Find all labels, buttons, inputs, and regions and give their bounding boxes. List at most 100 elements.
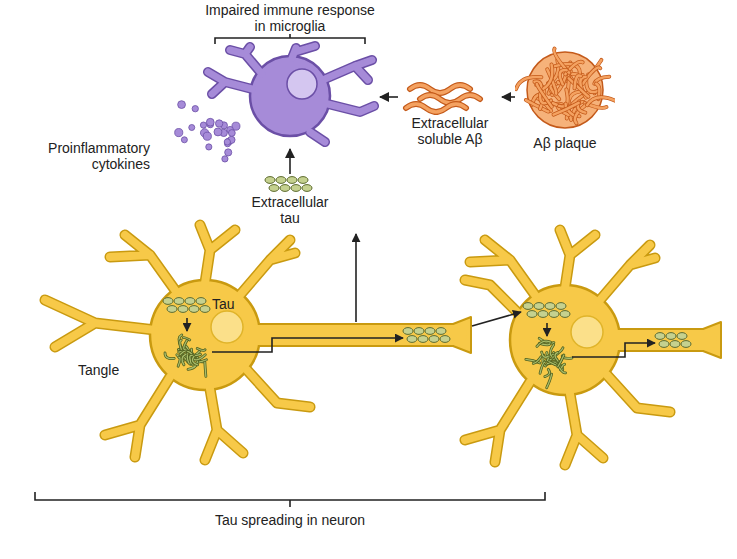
illustration-part <box>410 85 470 93</box>
illustration-part <box>523 303 533 310</box>
illustration-part <box>45 300 155 347</box>
illustration-part <box>189 306 199 313</box>
soluble-abeta: Extracellular soluble Aβ <box>398 80 502 147</box>
illustration-part <box>465 280 520 315</box>
illustration-part <box>189 124 195 130</box>
illustration-part <box>184 340 187 350</box>
illustration-part <box>533 357 541 364</box>
abeta-plaque: Aβ plaque <box>515 45 615 151</box>
illustration-part <box>212 338 403 352</box>
illustration-part <box>534 303 544 310</box>
illustration-part <box>465 280 520 315</box>
illustration-part <box>425 328 435 335</box>
illustration-part <box>516 77 541 89</box>
extracellular-tau: Extracellular tau <box>245 174 335 226</box>
illustration-part <box>414 328 424 335</box>
illustration-part <box>175 129 183 137</box>
illustration-part <box>545 303 555 310</box>
illustration-part <box>228 130 235 137</box>
illustration-part <box>192 106 198 112</box>
illustration-part <box>196 298 206 305</box>
illustration-part <box>208 46 374 142</box>
text-label: Tau <box>212 296 252 312</box>
illustration-part <box>250 325 457 345</box>
illustration-part <box>436 328 446 335</box>
illustration-part <box>181 137 187 143</box>
illustration-part <box>538 311 548 318</box>
illustration-part <box>192 356 197 365</box>
illustration-part <box>203 132 211 140</box>
illustration-part <box>298 177 308 184</box>
illustration-part <box>265 177 275 184</box>
illustration-part <box>165 353 174 359</box>
text-label: Proinflammatory cytokines <box>35 140 150 172</box>
illustration-part <box>670 341 680 348</box>
illustration-part <box>178 358 180 367</box>
illustration-part <box>555 352 558 361</box>
illustration-part <box>406 104 466 112</box>
text-label: Tau spreading in neuron <box>170 512 410 528</box>
illustration-part <box>355 234 357 322</box>
illustration-part <box>178 306 188 313</box>
illustration-part <box>192 356 197 365</box>
illustration-part <box>575 75 581 88</box>
illustration-part <box>206 118 214 126</box>
illustration-part <box>165 353 174 359</box>
extracellular-tau-art <box>245 174 335 194</box>
illustration-part <box>225 149 232 156</box>
illustration-part <box>550 345 553 357</box>
illustration-part <box>406 104 466 112</box>
illustration-part <box>205 362 206 376</box>
illustration-part <box>420 95 480 103</box>
illustration-part <box>569 78 589 96</box>
illustration-part <box>211 311 243 343</box>
illustration-part <box>205 362 206 376</box>
illustration-part <box>200 122 206 128</box>
abeta-plaque-art <box>515 45 615 135</box>
illustration-part <box>407 336 417 343</box>
illustration-part <box>543 65 552 89</box>
illustration-part <box>224 139 230 145</box>
node-label: Impaired immune response in microglia <box>200 2 380 34</box>
node-label: Aβ plaque <box>533 135 596 151</box>
illustration-part <box>403 328 413 335</box>
illustration-part <box>276 177 286 184</box>
illustration-part <box>182 354 186 365</box>
node-label: Extracellular tau <box>245 194 335 226</box>
illustration-part <box>533 357 541 364</box>
illustration-part <box>418 336 428 343</box>
illustration-part <box>556 303 566 310</box>
illustration-part <box>178 101 186 109</box>
illustration-part <box>163 298 173 305</box>
illustration-part <box>527 52 603 128</box>
microglia-cell: Impaired immune response in microglia <box>200 2 380 149</box>
illustration-part <box>537 341 551 346</box>
illustration-part <box>560 311 570 318</box>
illustration-part <box>197 349 205 351</box>
illustration-part <box>540 362 545 373</box>
illustration-part <box>250 56 330 136</box>
illustration-part <box>206 144 212 150</box>
illustration-part <box>472 312 521 326</box>
illustration-part <box>555 352 558 361</box>
illustration-part <box>280 185 290 192</box>
microglia-cell-art <box>200 34 380 149</box>
illustration-part <box>516 77 541 89</box>
illustration-part <box>420 95 480 103</box>
tau-texture <box>163 101 691 388</box>
arrow-connector <box>289 149 291 174</box>
illustration-part <box>214 128 222 136</box>
text-label: Tangle <box>78 362 133 378</box>
illustration-part <box>542 352 549 357</box>
neuron <box>45 225 471 460</box>
illustration-part <box>666 333 676 340</box>
illustration-part <box>178 358 180 367</box>
illustration-part <box>554 103 579 115</box>
soluble-abeta-art <box>398 80 502 115</box>
illustration-part <box>572 343 655 357</box>
arrow-connector <box>380 96 398 98</box>
illustration-part <box>542 352 549 357</box>
illustration-part <box>429 336 439 343</box>
illustration-part <box>215 34 365 44</box>
